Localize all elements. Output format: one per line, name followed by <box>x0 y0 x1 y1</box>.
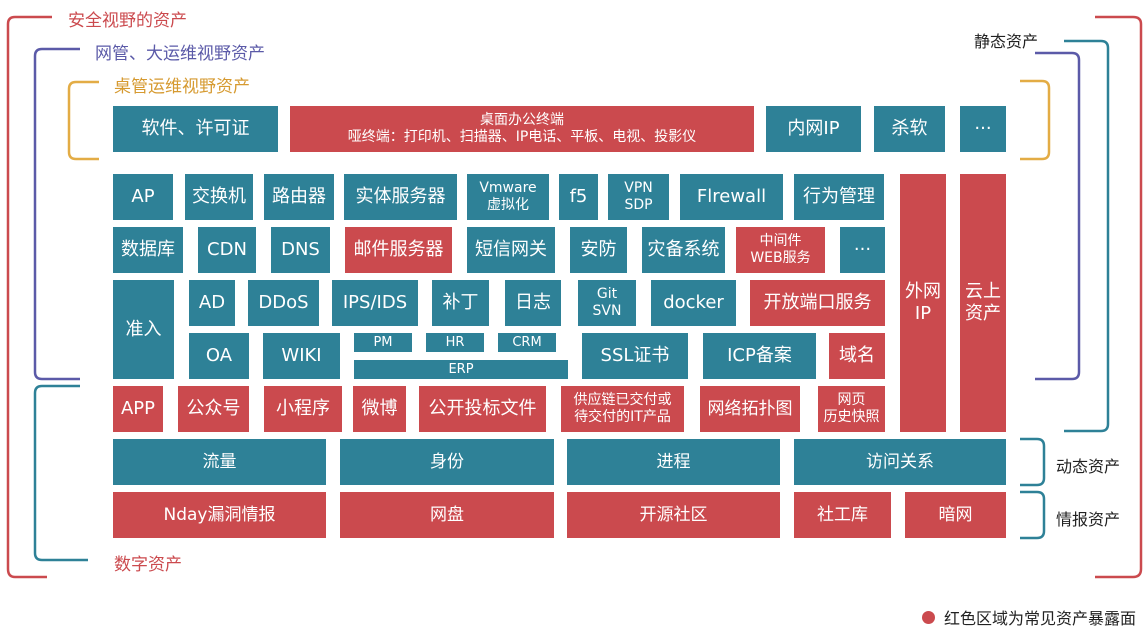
log-box: 日志 <box>505 280 561 326</box>
dns-box: DNS <box>271 227 330 273</box>
mail-server-box: 邮件服务器 <box>345 227 452 273</box>
antivirus-box: 杀软 <box>874 106 945 152</box>
access-relation-box: 访问关系 <box>794 439 1006 485</box>
security-bracket-right <box>1095 15 1143 579</box>
supply-chain-line2: 待交付的IT产品 <box>574 409 671 425</box>
official-account-box: 公众号 <box>178 386 249 432</box>
hr-box: HR <box>426 333 484 352</box>
process-box: 进程 <box>567 439 780 485</box>
digital-bracket-left <box>33 384 88 562</box>
vmware-line2: 虚拟化 <box>487 197 529 213</box>
external-ip-line1: 外网 <box>905 281 941 303</box>
static-assets-label: 静态资产 <box>974 32 1039 51</box>
vmware-box: Vmware 虚拟化 <box>467 174 549 220</box>
open-ports-box: 开放端口服务 <box>750 280 885 326</box>
legend-text: 红色区域为常见资产暴露面 <box>943 609 1136 628</box>
weibo-box: 微博 <box>353 386 406 432</box>
external-ip-box: 外网 IP <box>900 174 946 432</box>
security-view-label: 安全视野的资产 <box>68 11 187 31</box>
router-box: 路由器 <box>264 174 334 220</box>
supply-chain-box: 供应链已交付或 待交付的IT产品 <box>561 386 684 432</box>
patch-box: 补丁 <box>432 280 489 326</box>
desktop-ops-bracket-right <box>1020 79 1051 161</box>
crm-box: CRM <box>498 333 556 352</box>
erp-box: ERP <box>354 360 568 379</box>
social-db-box: 社工库 <box>794 492 891 538</box>
mini-program-box: 小程序 <box>264 386 342 432</box>
access-control-box: 准入 <box>113 280 174 379</box>
more-box-row1: ··· <box>960 106 1006 152</box>
intel-assets-label: 情报资产 <box>1056 510 1121 529</box>
security-cam-box: 安防 <box>570 227 627 273</box>
cloud-assets-box: 云上 资产 <box>960 174 1006 432</box>
firewall-box: Flrewall <box>680 174 783 220</box>
vmware-line1: Vmware <box>479 180 537 197</box>
app-box: APP <box>113 386 163 432</box>
ssl-cert-box: SSL证书 <box>582 333 688 379</box>
middleware-box: 中间件 WEB服务 <box>736 227 825 273</box>
traffic-box: 流量 <box>113 439 326 485</box>
disaster-recovery-box: 灾备系统 <box>642 227 725 273</box>
static-bracket-right <box>1064 39 1110 433</box>
desktop-terminal-title: 桌面办公终端 <box>480 112 564 129</box>
digital-assets-label: 数字资产 <box>114 555 182 575</box>
oa-box: OA <box>189 333 249 379</box>
f5-box: f5 <box>559 174 598 220</box>
physical-server-box: 实体服务器 <box>344 174 457 220</box>
dynamic-bracket-right <box>1020 437 1046 487</box>
nday-intel-box: Nday漏洞情报 <box>113 492 326 538</box>
network-ops-view-label: 网管、大运维视野资产 <box>95 44 265 64</box>
behavior-mgmt-box: 行为管理 <box>794 174 884 220</box>
pm-box: PM <box>354 333 412 352</box>
cloud-line1: 云上 <box>965 281 1001 303</box>
network-topology-box: 网络拓扑图 <box>700 386 800 432</box>
identity-box: 身份 <box>340 439 554 485</box>
vpn-sdp-box: VPN SDP <box>608 174 669 220</box>
ips-ids-box: IPS/IDS <box>332 280 418 326</box>
intel-bracket-right <box>1020 490 1046 540</box>
ap-box: AP <box>113 174 173 220</box>
desktop-terminal-subtitle: 哑终端：打印机、扫描器、IP电话、平板、电视、投影仪 <box>347 129 697 145</box>
web-snapshot-line1: 网页 <box>837 392 866 409</box>
ad-box: AD <box>189 280 235 326</box>
web-snapshot-box: 网页 历史快照 <box>818 386 885 432</box>
intranet-ip-box: 内网IP <box>766 106 861 152</box>
cloud-line2: 资产 <box>965 303 1001 324</box>
network-ops-bracket-right <box>1035 51 1081 381</box>
desktop-ops-bracket-left <box>67 80 99 161</box>
software-license-box: 软件、许可证 <box>113 106 278 152</box>
more-box-row3: ··· <box>840 227 885 273</box>
wiki-box: WIKI <box>263 333 340 379</box>
git-line1: Git <box>596 286 618 303</box>
domain-box: 域名 <box>829 333 885 379</box>
cdn-box: CDN <box>198 227 256 273</box>
sms-gateway-box: 短信网关 <box>467 227 555 273</box>
desktop-ops-view-label: 桌管运维视野资产 <box>114 77 250 97</box>
middleware-line1: 中间件 <box>759 233 802 250</box>
desktop-terminal-box: 桌面办公终端 哑终端：打印机、扫描器、IP电话、平板、电视、投影仪 <box>290 106 754 152</box>
ddos-box: DDoS <box>248 280 319 326</box>
database-box: 数据库 <box>113 227 183 273</box>
security-bracket-left <box>6 15 52 579</box>
supply-chain-line1: 供应链已交付或 <box>573 392 672 409</box>
middleware-line2: WEB服务 <box>750 250 811 266</box>
switch-box: 交换机 <box>185 174 253 220</box>
open-source-box: 开源社区 <box>567 492 780 538</box>
legend: 红色区域为常见资产暴露面 <box>921 605 1136 629</box>
external-ip-line2: IP <box>914 303 932 324</box>
netdisk-box: 网盘 <box>340 492 554 538</box>
dynamic-assets-label: 动态资产 <box>1056 457 1121 476</box>
web-snapshot-line2: 历史快照 <box>823 409 880 425</box>
docker-box: docker <box>651 280 736 326</box>
darknet-box: 暗网 <box>905 492 1006 538</box>
red-dot-icon <box>921 610 935 624</box>
git-line2: SVN <box>592 303 622 319</box>
icp-box: ICP备案 <box>703 333 816 379</box>
network-ops-bracket-left <box>33 47 80 381</box>
bid-docs-box: 公开投标文件 <box>419 386 546 432</box>
git-svn-box: Git SVN <box>578 280 636 326</box>
vpn-line2: SDP <box>624 197 653 213</box>
vpn-line1: VPN <box>624 180 653 197</box>
